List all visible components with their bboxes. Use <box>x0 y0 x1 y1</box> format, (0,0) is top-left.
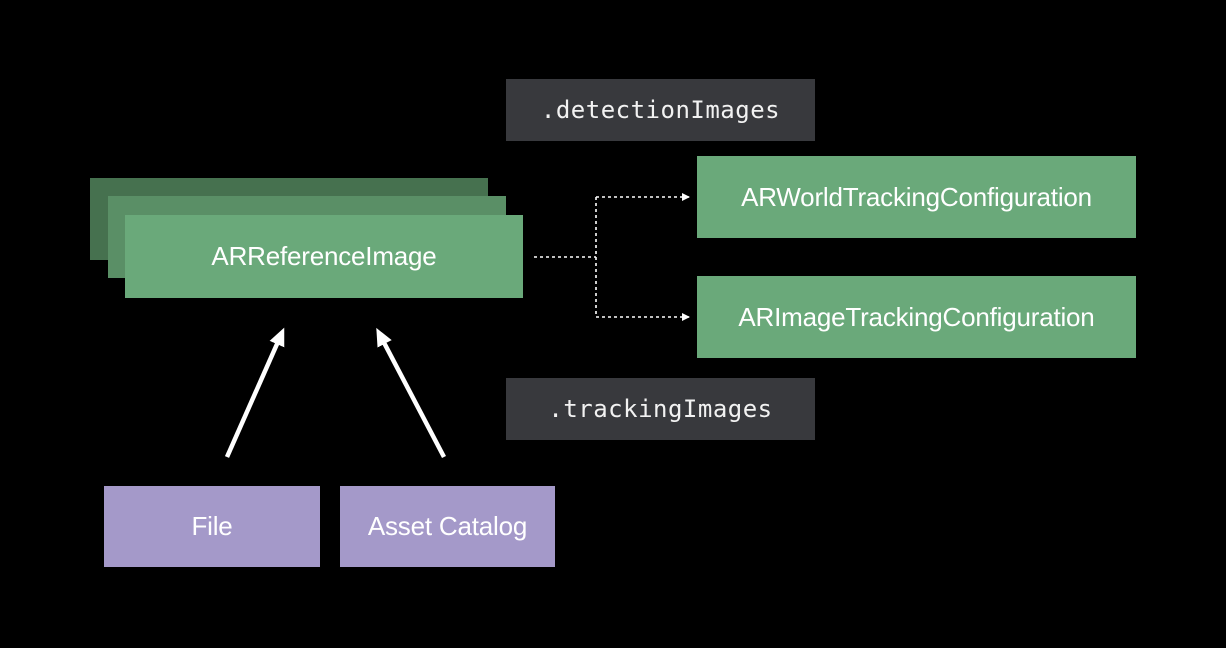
world-tracking-configuration-label: ARWorldTrackingConfiguration <box>741 181 1092 212</box>
world-tracking-configuration-box: ARWorldTrackingConfiguration <box>697 156 1136 238</box>
reference-image-label: ARReferenceImage <box>211 241 437 271</box>
detection-images-label: .detectionImages <box>540 96 781 124</box>
tracking-images-property: .trackingImages <box>506 378 815 440</box>
asset-catalog-source-label: Asset Catalog <box>367 511 528 541</box>
reference-image-box: ARReferenceImage <box>125 215 523 298</box>
arrow-asset-catalog-to-reference-image <box>376 327 446 459</box>
asset-catalog-source-box: Asset Catalog <box>340 486 555 567</box>
file-source-label: File <box>191 511 233 541</box>
detection-images-property: .detectionImages <box>506 79 815 141</box>
dotted-connector <box>534 193 690 321</box>
image-tracking-configuration-label: ARImageTrackingConfiguration <box>738 301 1095 332</box>
file-source-box: File <box>104 486 320 567</box>
image-tracking-configuration-box: ARImageTrackingConfiguration <box>697 276 1136 358</box>
arrow-file-to-reference-image <box>224 327 285 458</box>
tracking-images-label: .trackingImages <box>548 395 773 423</box>
